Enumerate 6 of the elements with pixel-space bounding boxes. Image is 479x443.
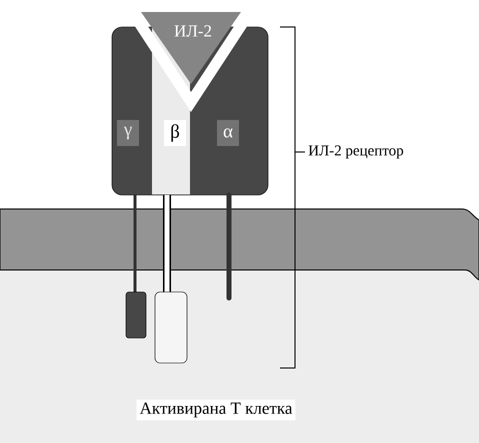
- bracket-label: ИЛ-2 рецептор: [308, 145, 404, 159]
- ligand-triangle: ИЛ-2: [141, 12, 241, 84]
- cell-label: Активирана Т клетка: [136, 400, 296, 420]
- subunit-label: β: [164, 120, 186, 146]
- subunit-label: γ: [117, 120, 139, 146]
- subunit-label: α: [217, 120, 239, 146]
